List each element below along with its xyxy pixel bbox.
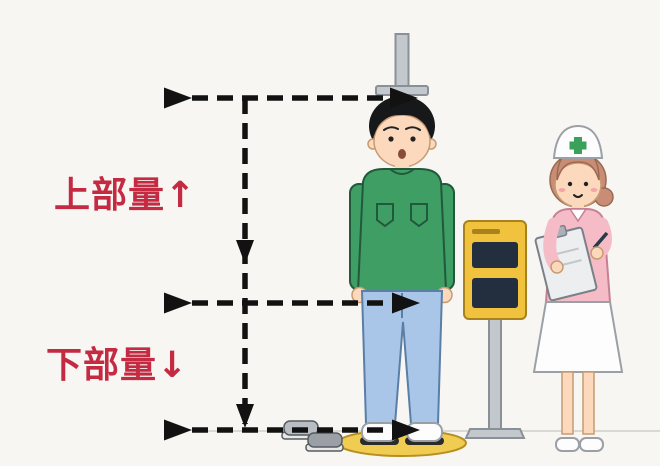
device-screen	[472, 242, 518, 268]
arrow-right-icon	[164, 292, 192, 314]
arrow-down-icon	[236, 404, 254, 428]
arrow-right-icon	[392, 419, 420, 441]
arrow-down-icon	[236, 240, 254, 264]
device-panel	[472, 278, 518, 308]
stadiometer	[375, 33, 429, 96]
pen-icon	[592, 231, 609, 250]
device-pole	[488, 318, 502, 430]
nurse-cap	[552, 124, 604, 159]
patient-head	[367, 96, 437, 173]
arrow-right-icon	[390, 87, 418, 109]
arrow-right-icon	[164, 87, 192, 109]
arrow-right-icon	[164, 419, 192, 441]
nurse-figure	[532, 124, 624, 452]
lower-segment-label: 下部量↓	[46, 345, 189, 386]
measuring-device	[463, 220, 527, 439]
spare-shoes	[281, 420, 344, 452]
measurement-lines	[164, 87, 420, 441]
patient-figure	[337, 96, 467, 457]
nurse-skirt	[532, 301, 624, 373]
patient-sweater	[349, 168, 455, 304]
cap-cross-icon	[569, 137, 587, 154]
patient-jeans	[360, 290, 444, 425]
upper-segment-label: 上部量↑	[54, 175, 197, 216]
arrow-right-icon	[392, 292, 420, 314]
device-base	[464, 428, 526, 439]
